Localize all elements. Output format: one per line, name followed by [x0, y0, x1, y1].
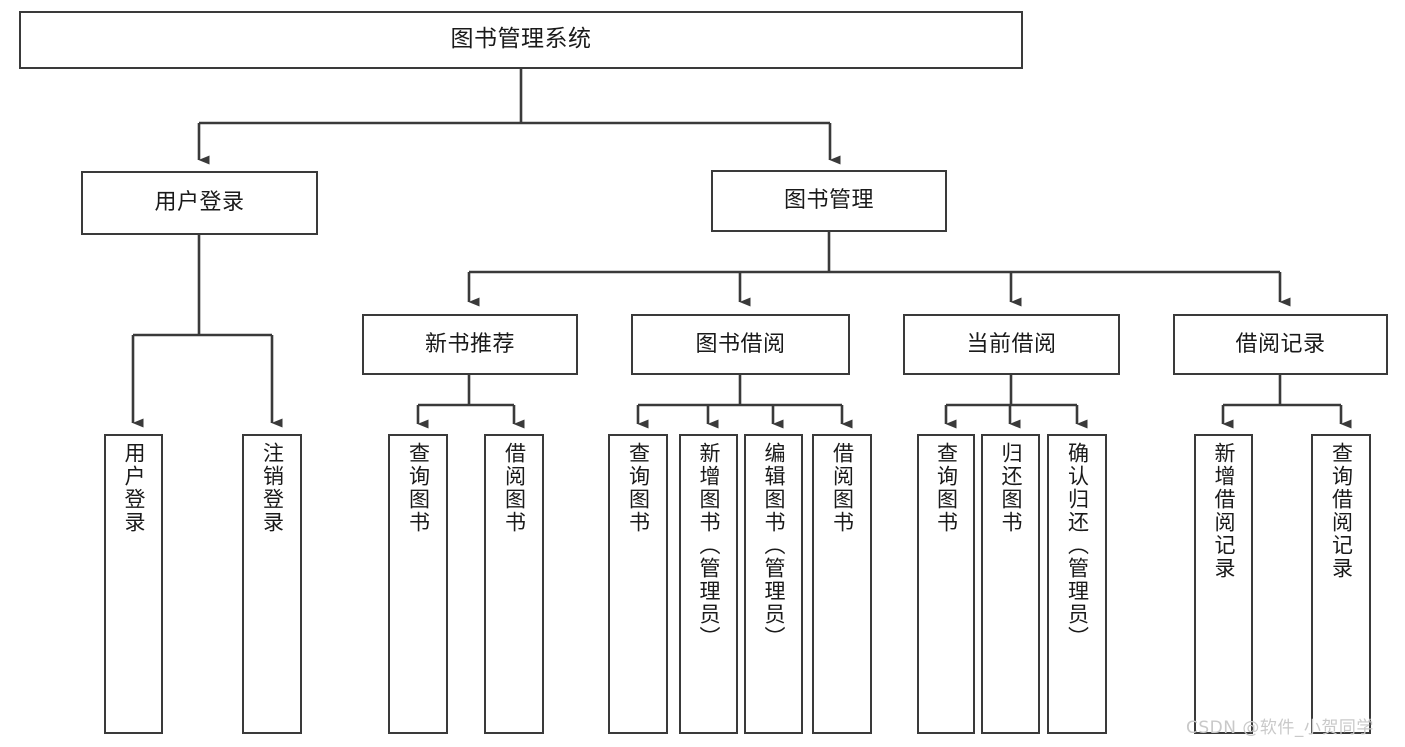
node-user-login[interactable]: 用户登录 — [81, 171, 318, 235]
leaf-current-query-book[interactable]: 查询图书 — [917, 434, 975, 734]
leaf-borrow-edit-book-admin[interactable]: 编辑图书（管理员） — [744, 434, 803, 734]
node-root-system[interactable]: 图书管理系统 — [19, 11, 1023, 69]
leaf-current-confirm-return-admin[interactable]: 确认归还（管理员） — [1047, 434, 1107, 734]
node-label: 当前借阅 — [966, 331, 1057, 357]
leaf-recommend-query-book[interactable]: 查询图书 — [388, 434, 448, 734]
node-current-borrow[interactable]: 当前借阅 — [903, 314, 1120, 375]
node-label: 编辑图书（管理员） — [762, 442, 786, 649]
node-label: 图书管理 — [783, 188, 874, 214]
node-borrow-record[interactable]: 借阅记录 — [1173, 314, 1388, 375]
leaf-record-query-record[interactable]: 查询借阅记录 — [1311, 434, 1371, 734]
leaf-current-return-book[interactable]: 归还图书 — [981, 434, 1040, 734]
node-book-management[interactable]: 图书管理 — [711, 170, 947, 232]
node-label: 查询图书 — [406, 442, 431, 534]
leaf-borrow-borrow-book[interactable]: 借阅图书 — [812, 434, 872, 734]
node-label: 借阅记录 — [1235, 331, 1326, 357]
node-label: 借阅图书 — [830, 442, 855, 534]
leaf-borrow-add-book-admin[interactable]: 新增图书（管理员） — [679, 434, 738, 734]
node-new-book-recommend[interactable]: 新书推荐 — [362, 314, 578, 375]
node-label: 确认归还（管理员） — [1065, 442, 1090, 649]
node-label: 查询图书 — [626, 442, 651, 534]
node-label: 新增借阅记录 — [1212, 442, 1236, 580]
node-label: 归还图书 — [999, 442, 1023, 534]
node-label: 借阅图书 — [502, 442, 527, 534]
node-label: 新增图书（管理员） — [697, 442, 721, 649]
leaf-user-login-signout[interactable]: 注销登录 — [242, 434, 302, 734]
leaf-record-add-record[interactable]: 新增借阅记录 — [1194, 434, 1253, 734]
node-label: 注销登录 — [260, 442, 285, 534]
node-book-borrow[interactable]: 图书借阅 — [631, 314, 850, 375]
node-label: 新书推荐 — [424, 331, 515, 357]
node-label: 用户登录 — [122, 442, 146, 534]
node-label: 图书借阅 — [695, 331, 786, 357]
leaf-recommend-borrow-book[interactable]: 借阅图书 — [484, 434, 544, 734]
node-label: 查询图书 — [934, 442, 959, 534]
leaf-user-login-signin[interactable]: 用户登录 — [104, 434, 163, 734]
node-label: 用户登录 — [154, 190, 245, 216]
node-label: 图书管理系统 — [450, 26, 592, 53]
watermark: CSDN @软件_小贺同学 — [1186, 718, 1374, 738]
node-label: 查询借阅记录 — [1329, 442, 1354, 580]
leaf-borrow-query-book[interactable]: 查询图书 — [608, 434, 668, 734]
